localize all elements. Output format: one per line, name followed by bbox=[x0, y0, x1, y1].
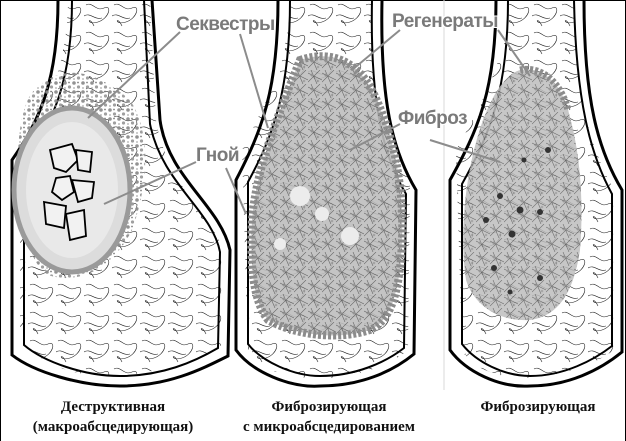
bone-panel-destructive bbox=[12, 0, 230, 386]
fibrosis-focus bbox=[483, 217, 489, 223]
leader-sequestra-2 bbox=[240, 34, 268, 128]
bone-panel-fibrosing bbox=[450, 0, 622, 386]
fibrosis-focus bbox=[537, 275, 543, 281]
caption-panel-1-line-2: (макроабсцедирующая) bbox=[4, 419, 222, 436]
caption-panel-2-line-2: с микроабсцедированием bbox=[232, 419, 426, 436]
micro-abscess bbox=[274, 238, 286, 250]
fibrosis-focus bbox=[497, 193, 503, 199]
label-regenerates: Регенераты bbox=[392, 11, 498, 33]
caption-panel-3-line-1: Фиброзирующая bbox=[454, 399, 622, 416]
bone-panel-fibrosing-micro bbox=[236, 0, 416, 386]
sequestrum bbox=[76, 150, 92, 172]
fibrosis-focus bbox=[491, 265, 497, 271]
sequestrum bbox=[66, 210, 86, 240]
fibrosis-focus bbox=[522, 158, 527, 163]
micro-abscess bbox=[290, 186, 310, 206]
label-sequestra: Секвестры bbox=[176, 14, 275, 36]
sequestrum bbox=[44, 202, 66, 228]
label-fibrosis: Фиброз bbox=[398, 108, 467, 130]
fibrosis-focus bbox=[508, 290, 513, 295]
fibrosis-focus bbox=[509, 231, 516, 238]
caption-panel-1-line-1: Деструктивная bbox=[10, 399, 216, 416]
fibrosis-focus bbox=[537, 209, 543, 215]
fibrosis-focus bbox=[517, 207, 524, 214]
micro-abscess bbox=[315, 207, 329, 221]
micro-abscess bbox=[341, 227, 359, 245]
label-pus: Гной bbox=[196, 145, 239, 167]
fibrosis-focus bbox=[545, 147, 551, 153]
caption-panel-2-line-1: Фиброзирующая bbox=[236, 399, 422, 416]
